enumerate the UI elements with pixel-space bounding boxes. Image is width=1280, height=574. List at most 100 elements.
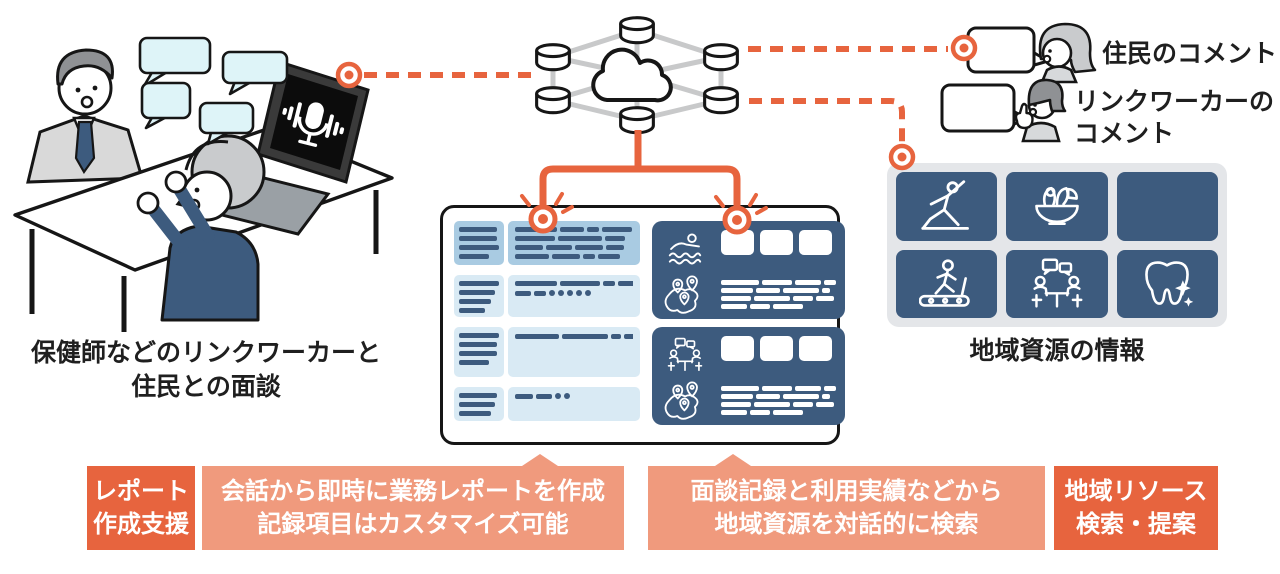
database-icon (703, 43, 739, 72)
card-text-lines (721, 386, 836, 418)
report-row (454, 327, 640, 377)
label-line (459, 360, 489, 365)
thumbs-up-icon (1014, 102, 1034, 130)
placeholder-text-line (534, 290, 546, 296)
content-line (721, 394, 836, 399)
placeholder-dot (564, 393, 570, 399)
label-line (459, 254, 489, 259)
placeholder-text-line (750, 410, 770, 415)
resource-tile-treadmill (896, 249, 998, 318)
placeholder-text-line (795, 386, 821, 391)
placeholder-text-line (558, 236, 602, 241)
field-label-panel (454, 275, 504, 317)
placeholder-text-line (515, 393, 533, 399)
placeholder-text-line (824, 386, 836, 391)
placeholder-text-line (624, 333, 633, 339)
placeholder-text-line (822, 288, 830, 293)
content-line (721, 304, 836, 309)
field-content-panel (508, 327, 640, 377)
content-line (515, 393, 633, 399)
placeholder-text-line (773, 304, 803, 309)
placeholder-text-line (598, 254, 620, 259)
salad-bowl-icon (1029, 178, 1085, 234)
content-line (721, 402, 836, 407)
label-line (459, 333, 499, 338)
placeholder-dot (567, 290, 573, 296)
placeholder-text-line (762, 280, 792, 285)
placeholder-text-line (560, 227, 584, 232)
placeholder-dot (549, 290, 555, 296)
placeholder-text-line (587, 227, 599, 232)
placeholder-text-line (721, 280, 759, 285)
dashed-link-cloud-resources (749, 98, 905, 143)
placeholder-text-line (560, 281, 600, 286)
field-label-panel (454, 387, 504, 421)
placeholder-dot (585, 290, 591, 296)
database-icon (619, 106, 655, 135)
placeholder-text-line (602, 227, 632, 232)
content-line (515, 227, 633, 232)
yoga-icon (919, 178, 975, 234)
placeholder-text-line (605, 236, 625, 241)
content-line (721, 280, 836, 285)
label-line (459, 351, 497, 356)
resource-suggestion-card (652, 327, 845, 425)
placeholder-text-line (575, 245, 603, 250)
placeholder-text-line (750, 304, 770, 309)
placeholder-text-line (754, 296, 790, 301)
interview-caption: 保健師などのリンクワーカーと 住民との面談 (10, 336, 402, 404)
field-content-panel (508, 221, 640, 265)
placeholder-text-line (754, 402, 790, 407)
placeholder-text-line (816, 402, 834, 407)
swimming-icon (1139, 178, 1195, 234)
placeholder-text-line (721, 386, 759, 391)
linkworker-comment-bubble (940, 83, 1030, 133)
placeholder-text-line (721, 304, 747, 309)
placeholder-text-line (756, 288, 780, 293)
database-icon (619, 16, 655, 45)
label-line (459, 290, 495, 295)
placeholder-text-line (546, 245, 572, 250)
resource-tile-yoga (896, 172, 998, 241)
meeting-icon (661, 336, 709, 374)
placeholder-text-line (603, 281, 615, 286)
placeholder-text-line (795, 280, 821, 285)
report-document-mock (440, 205, 845, 445)
chat-bubbles (721, 336, 836, 374)
placeholder-text-line (824, 280, 836, 285)
placeholder-text-line (515, 333, 559, 339)
speech-bubble (799, 336, 832, 361)
resource-tile-swimming (1116, 172, 1218, 241)
placeholder-text-line (762, 386, 792, 391)
content-line (515, 254, 633, 259)
placeholder-dot (558, 290, 564, 296)
resident-comment-label: 住民のコメント (1102, 40, 1278, 68)
report-row (454, 221, 640, 265)
placeholder-text-line (721, 288, 753, 293)
placeholder-text-line (721, 296, 751, 301)
placeholder-text-line (721, 410, 747, 415)
placeholder-text-line (515, 254, 549, 259)
report-row (454, 387, 640, 421)
chat-bubbles (721, 230, 836, 268)
treadmill-icon (919, 256, 975, 312)
field-label-panel (454, 221, 504, 265)
database-icon (703, 86, 739, 115)
label-line (459, 227, 497, 232)
map-pins-icon (661, 381, 705, 423)
speech-bubble (760, 336, 793, 361)
content-line (721, 288, 836, 293)
conversation-bubbles (138, 36, 289, 146)
placeholder-text-line (611, 333, 621, 339)
content-line (515, 236, 633, 241)
cloud-icon (591, 47, 673, 103)
content-line (515, 281, 633, 286)
label-line (459, 402, 495, 407)
label-line (459, 236, 497, 241)
report-row (454, 275, 640, 317)
placeholder-text-line (793, 296, 813, 301)
banner-report-support: レポート 作成支援 (87, 466, 195, 550)
placeholder-text-line (793, 402, 813, 407)
label-line (459, 245, 499, 250)
field-content-panel (508, 275, 640, 317)
